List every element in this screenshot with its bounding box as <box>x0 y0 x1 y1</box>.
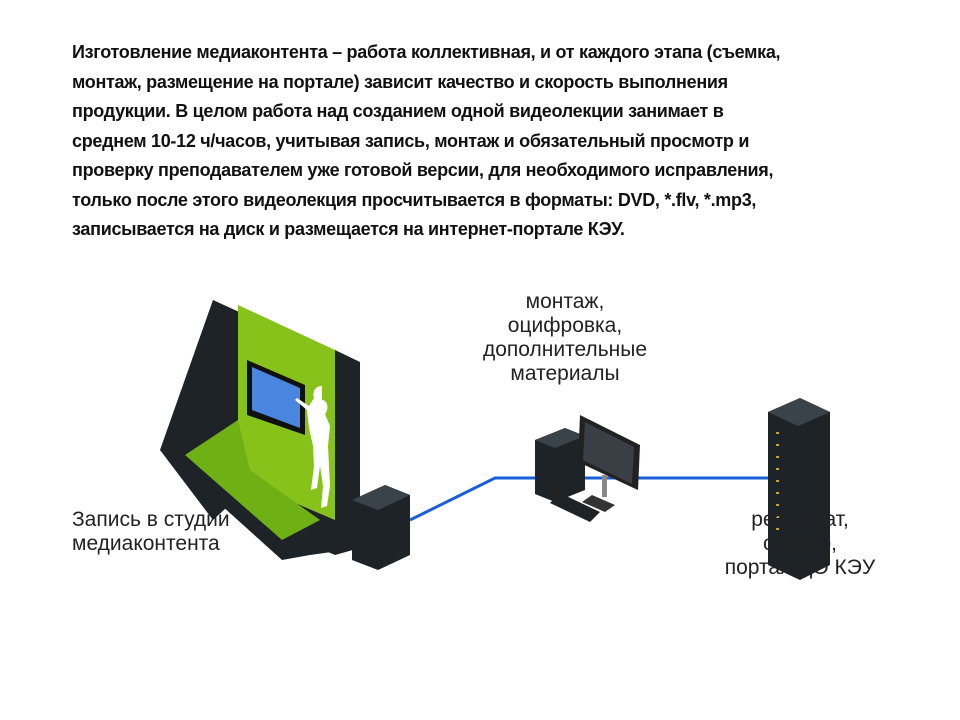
workstation-icon <box>535 415 640 522</box>
paragraph-line: продукции. В целом работа над созданием … <box>72 101 724 121</box>
server-rack-icon <box>768 398 830 580</box>
presenter-silhouette <box>295 386 330 508</box>
server-label: результат, сервер, портал ДО КЭУ <box>690 508 910 580</box>
paragraph-line: Изготовление медиаконтента – работа колл… <box>72 42 781 62</box>
green-screen-studio <box>160 300 360 560</box>
studio-label: Запись в студии медиаконтента <box>72 508 230 556</box>
paragraph-line: только после этого видеолекция просчитыв… <box>72 189 757 210</box>
label-line: оцифровка, <box>507 314 623 337</box>
wall-screen <box>247 360 305 435</box>
label-line: сервер, <box>763 532 837 555</box>
label-line: Запись в студии <box>72 508 230 531</box>
studio-computer-icon <box>352 485 410 570</box>
label-line: материалы <box>510 362 620 385</box>
label-line: дополнительные <box>482 338 648 361</box>
paragraph-line: проверку преподавателем уже готовой верс… <box>72 160 774 180</box>
label-line: результат, <box>751 508 849 531</box>
paragraph-line: среднем 10-12 ч/часов, учитывая запись, … <box>72 130 750 151</box>
label-line: портал ДО КЭУ <box>724 556 876 579</box>
editing-label: монтаж, оцифровка, дополнительные матери… <box>440 290 690 386</box>
label-line: монтаж, <box>525 290 605 313</box>
label-line: медиаконтента <box>72 532 220 555</box>
description-paragraph: Изготовление медиаконтента – работа колл… <box>72 38 932 245</box>
paragraph-line: монтаж, размещение на портале) зависит к… <box>72 71 728 92</box>
paragraph-line: записывается на диск и размещается на ин… <box>72 219 625 239</box>
network-link <box>409 476 790 522</box>
